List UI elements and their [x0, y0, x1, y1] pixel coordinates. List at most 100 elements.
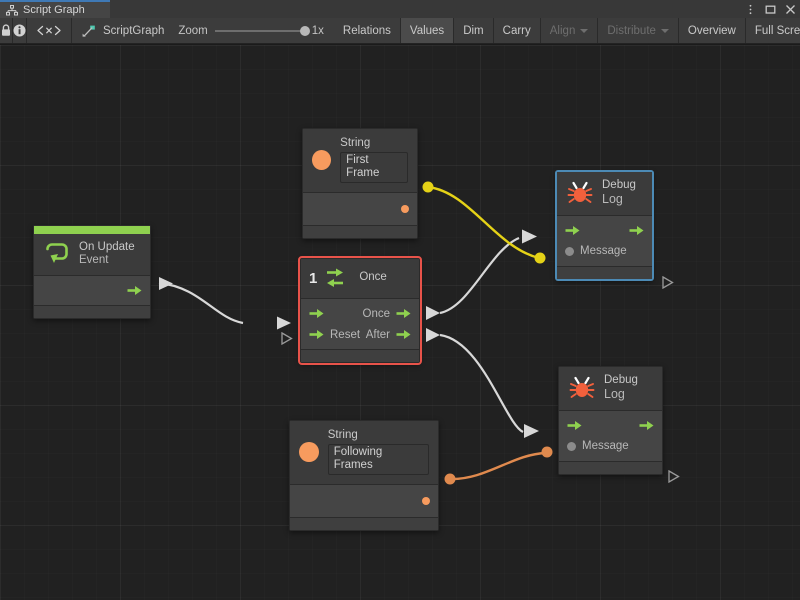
window-controls [745, 0, 796, 18]
lock-button[interactable] [0, 18, 13, 43]
debug-bug-icon [569, 376, 595, 398]
node-body [303, 192, 417, 225]
node-footer [559, 460, 662, 474]
info-icon [13, 24, 26, 37]
string-literal-node[interactable]: String Following Frames [289, 420, 439, 531]
toolbar-button-values[interactable]: Values [400, 18, 455, 43]
breadcrumb[interactable]: ScriptGraph [72, 18, 176, 43]
node-body: Once Reset [301, 299, 419, 349]
info-button[interactable] [13, 18, 27, 43]
tab-script-graph[interactable]: Script Graph [0, 0, 110, 18]
debug-log-node[interactable]: Debug Log [558, 366, 663, 475]
chevron-down-icon [580, 28, 589, 33]
zoom-label: Zoom [178, 24, 208, 37]
node-subtitle: Log [602, 192, 623, 207]
node-header: Debug Log [557, 172, 652, 216]
port-out-once[interactable]: Once [363, 308, 412, 320]
node-title: Once [359, 271, 387, 284]
string-value-input[interactable]: Following Frames [327, 444, 429, 475]
flow-arrow-icon [565, 225, 580, 235]
toolbar-button-dim[interactable]: Dim [454, 18, 494, 43]
wire-on-update-to-once[interactable] [158, 277, 291, 330]
reset-port-connector-icon[interactable] [281, 332, 293, 345]
port-row [559, 415, 662, 436]
zoom-value: 1x [311, 24, 324, 37]
port-label: After [365, 328, 390, 341]
port-row [290, 489, 438, 513]
port-label: Reset [330, 328, 361, 341]
node-body: Message [557, 215, 652, 266]
more-options-icon[interactable] [745, 4, 756, 15]
node-footer [301, 349, 419, 362]
zoom-slider[interactable] [214, 25, 310, 36]
string-literal-node[interactable]: String First Frame [302, 128, 418, 239]
node-body [34, 276, 150, 306]
toolbar-button-label: Distribute [607, 24, 656, 37]
node-footer [290, 516, 438, 530]
debug-log-1-out-connector-icon[interactable] [662, 276, 674, 289]
flow-arrow-icon [567, 420, 582, 430]
port-in-reset[interactable]: Reset [309, 329, 360, 341]
zoom-control[interactable]: Zoom 1x [176, 18, 334, 43]
tab-label: Script Graph [23, 4, 85, 16]
toolbar-button-overview[interactable]: Overview [678, 18, 746, 43]
string-value-input[interactable]: First Frame [340, 152, 408, 183]
wire-once-to-debug-log-1[interactable] [426, 229, 537, 321]
wire-string-first-frame-to-message[interactable] [422, 181, 546, 264]
debug-log-node[interactable]: Debug Log [556, 171, 653, 280]
port-row: Reset After [301, 324, 419, 345]
port-in-flow[interactable] [309, 308, 324, 319]
maximize-icon[interactable] [765, 4, 776, 15]
once-loop-icon [327, 268, 344, 287]
zoom-slider-handle[interactable] [299, 25, 310, 36]
port-row: Message [559, 436, 662, 457]
toolbar-button-label: Dim [463, 24, 484, 37]
wire-string-following-frames-to-message[interactable] [444, 446, 553, 485]
toolbar-button-relations[interactable]: Relations [333, 18, 401, 43]
chevron-down-icon [660, 28, 669, 33]
value-port-icon [422, 496, 430, 505]
port-row: Message [557, 241, 652, 262]
lock-icon [2, 24, 10, 36]
node-footer [303, 224, 417, 238]
flow-arrow-icon [127, 286, 142, 296]
port-out-value[interactable] [422, 496, 430, 505]
debug-log-2-out-connector-icon[interactable] [668, 470, 680, 483]
toolbar-button-label: Full Screen [754, 24, 800, 37]
port-out-flow[interactable] [629, 225, 644, 236]
once-node[interactable]: 1 Once [298, 256, 422, 365]
port-out-after[interactable]: After [366, 329, 411, 341]
port-out-flow[interactable] [127, 285, 142, 296]
toolbar-button-label: Values [409, 24, 445, 37]
flow-arrow-icon [629, 225, 644, 235]
port-row [303, 197, 417, 221]
node-subtitle: Event [79, 254, 109, 267]
port-in-message[interactable]: Message [565, 245, 627, 257]
port-out-value[interactable] [401, 204, 409, 213]
node-body: Message [559, 410, 662, 461]
toolbar-button-full-screen[interactable]: Full Screen [745, 18, 800, 43]
node-body [290, 484, 438, 517]
port-out-flow[interactable] [639, 420, 654, 431]
port-in-flow[interactable] [567, 420, 582, 431]
toolbar-button-group: Relations Values Dim Carry Align Distribute Ov… [333, 18, 800, 43]
toolbar-button-label: Relations [342, 24, 391, 37]
toolbar-button-align: Align [540, 18, 599, 43]
graph-toolbar: ScriptGraph Zoom 1x Relations Values Dim Ca… [0, 18, 800, 44]
event-accent-bar [34, 226, 150, 234]
toolbar-button-carry[interactable]: Carry [493, 18, 541, 43]
on-update-event-node[interactable]: On Update Event [33, 225, 151, 320]
code-view-button[interactable] [27, 18, 72, 43]
toolbar-button-label: Carry [502, 24, 531, 37]
graph-canvas[interactable]: On Update Event [0, 45, 800, 600]
toolbar-button-distribute: Distribute [598, 18, 679, 43]
node-footer [557, 265, 652, 279]
port-in-message[interactable]: Message [567, 440, 629, 452]
port-row [34, 280, 150, 301]
close-icon[interactable] [785, 4, 796, 15]
wire-after-to-debug-log-2[interactable] [426, 328, 539, 438]
connection-wires [158, 181, 553, 485]
script-graph-icon [82, 25, 95, 37]
port-in-flow[interactable] [565, 225, 580, 236]
once-count-badge: 1 [309, 269, 318, 287]
